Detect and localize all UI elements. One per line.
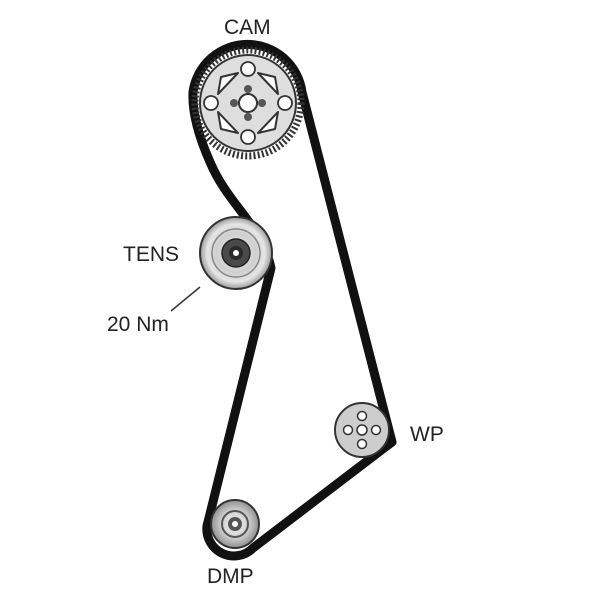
water-pump-label: WP — [410, 423, 444, 446]
cam-bolt-icon — [230, 99, 238, 107]
torque-label: 20 Nm — [107, 313, 169, 336]
damper-ring — [221, 510, 249, 538]
cam-sprocket — [191, 46, 305, 160]
cam-window-icon — [257, 111, 279, 134]
cam-hole-icon — [240, 61, 256, 77]
cam-label: CAM — [224, 16, 271, 39]
cam-bolt-icon — [244, 113, 252, 121]
cam-hole-icon — [203, 95, 219, 111]
cam-bolt-icon — [244, 85, 252, 93]
water-pump-hole-icon — [342, 424, 354, 436]
cam-window-icon — [257, 72, 279, 95]
cam-bolt-icon — [258, 99, 266, 107]
water-pump-hole-icon — [356, 410, 368, 422]
torque-leader-line — [170, 286, 201, 312]
cam-hole-icon — [240, 129, 256, 145]
water-pump-pulley — [334, 402, 390, 458]
cam-hub — [238, 93, 258, 113]
tensioner-ring — [211, 228, 261, 278]
timing-belt — [188, 39, 397, 561]
cam-sprocket-teeth — [191, 46, 305, 160]
tensioner-label: TENS — [123, 243, 180, 266]
water-pump-hub — [356, 424, 368, 436]
cam-window-icon — [217, 72, 239, 95]
tensioner-hole-icon — [233, 250, 239, 256]
tensioner-pulley — [199, 216, 273, 290]
cam-window-icon — [217, 111, 239, 134]
water-pump-hole-icon — [356, 438, 368, 450]
water-pump-hole-icon — [370, 424, 382, 436]
damper-hole-icon — [232, 521, 238, 527]
cam-hole-icon — [277, 95, 293, 111]
damper-pulley — [210, 499, 260, 549]
damper-label: DMP — [207, 565, 254, 588]
